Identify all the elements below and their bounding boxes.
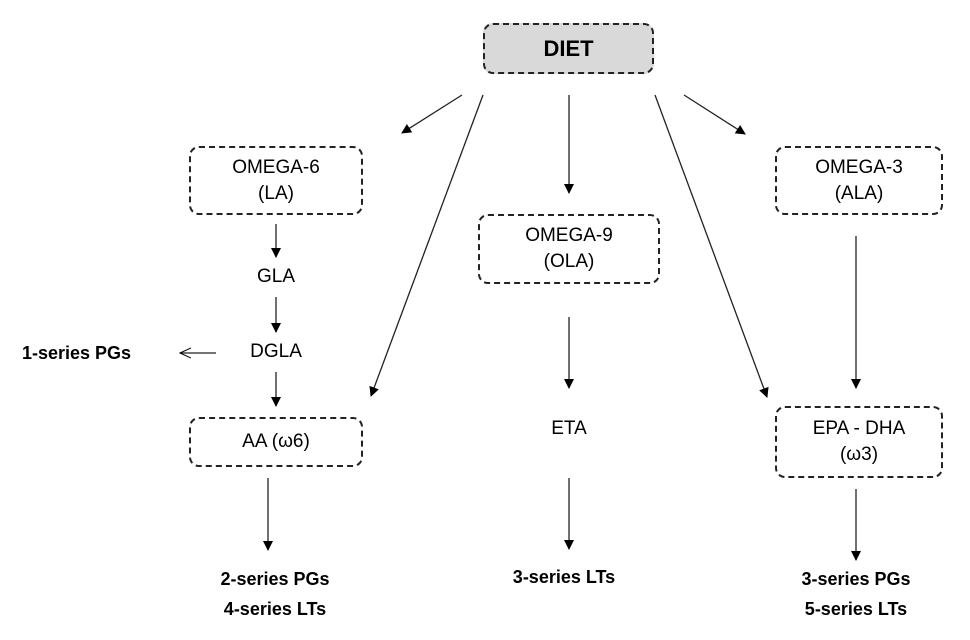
aa-node: AA (ω6) (189, 417, 363, 467)
diet-node: DIET (483, 23, 654, 74)
epa-dha-abbr: (ω3) (839, 444, 879, 465)
arrow-diet-omega6 (401, 94, 463, 134)
omega9-node: OMEGA-9 (OLA) (478, 214, 660, 284)
output-4-series-lts: 4-series LTs (223, 599, 327, 619)
eta-label: ETA (551, 418, 587, 439)
output-5-series-lts: 5-series LTs (804, 599, 908, 619)
output-epa-dha: 3-series PGs 5-series LTs (801, 564, 910, 624)
omega9-name: OMEGA-9 (525, 225, 613, 246)
arrow-diet-omega3 (683, 94, 746, 135)
arrow-diet-aa (369, 94, 484, 397)
omega9-abbr: (OLA) (543, 251, 595, 272)
omega6-abbr: (LA) (258, 182, 294, 204)
output-1-series-pgs: 1-series PGs (22, 343, 132, 363)
dgla-label: DGLA (250, 341, 302, 362)
omega3-name: OMEGA-3 (815, 156, 903, 178)
arrow-diet-epa-dha (654, 94, 769, 398)
output-3-series-pgs: 3-series PGs (801, 569, 911, 589)
omega6-name: OMEGA-6 (232, 156, 320, 178)
aa-label: AA (ω6) (242, 431, 310, 452)
epa-dha-name: EPA - DHA (812, 418, 906, 439)
output-3-series-lts: 3-series LTs (512, 567, 616, 587)
output-aa: 2-series PGs 4-series LTs (220, 564, 329, 624)
gla-label: GLA (256, 266, 296, 287)
diet-label: DIET (543, 35, 594, 61)
omega3-abbr: (ALA) (834, 182, 884, 204)
omega3-node: OMEGA-3 (ALA) (775, 146, 943, 215)
epa-dha-node: EPA - DHA (ω3) (775, 406, 943, 478)
omega6-node: OMEGA-6 (LA) (189, 146, 363, 215)
output-2-series-pgs: 2-series PGs (220, 569, 330, 589)
